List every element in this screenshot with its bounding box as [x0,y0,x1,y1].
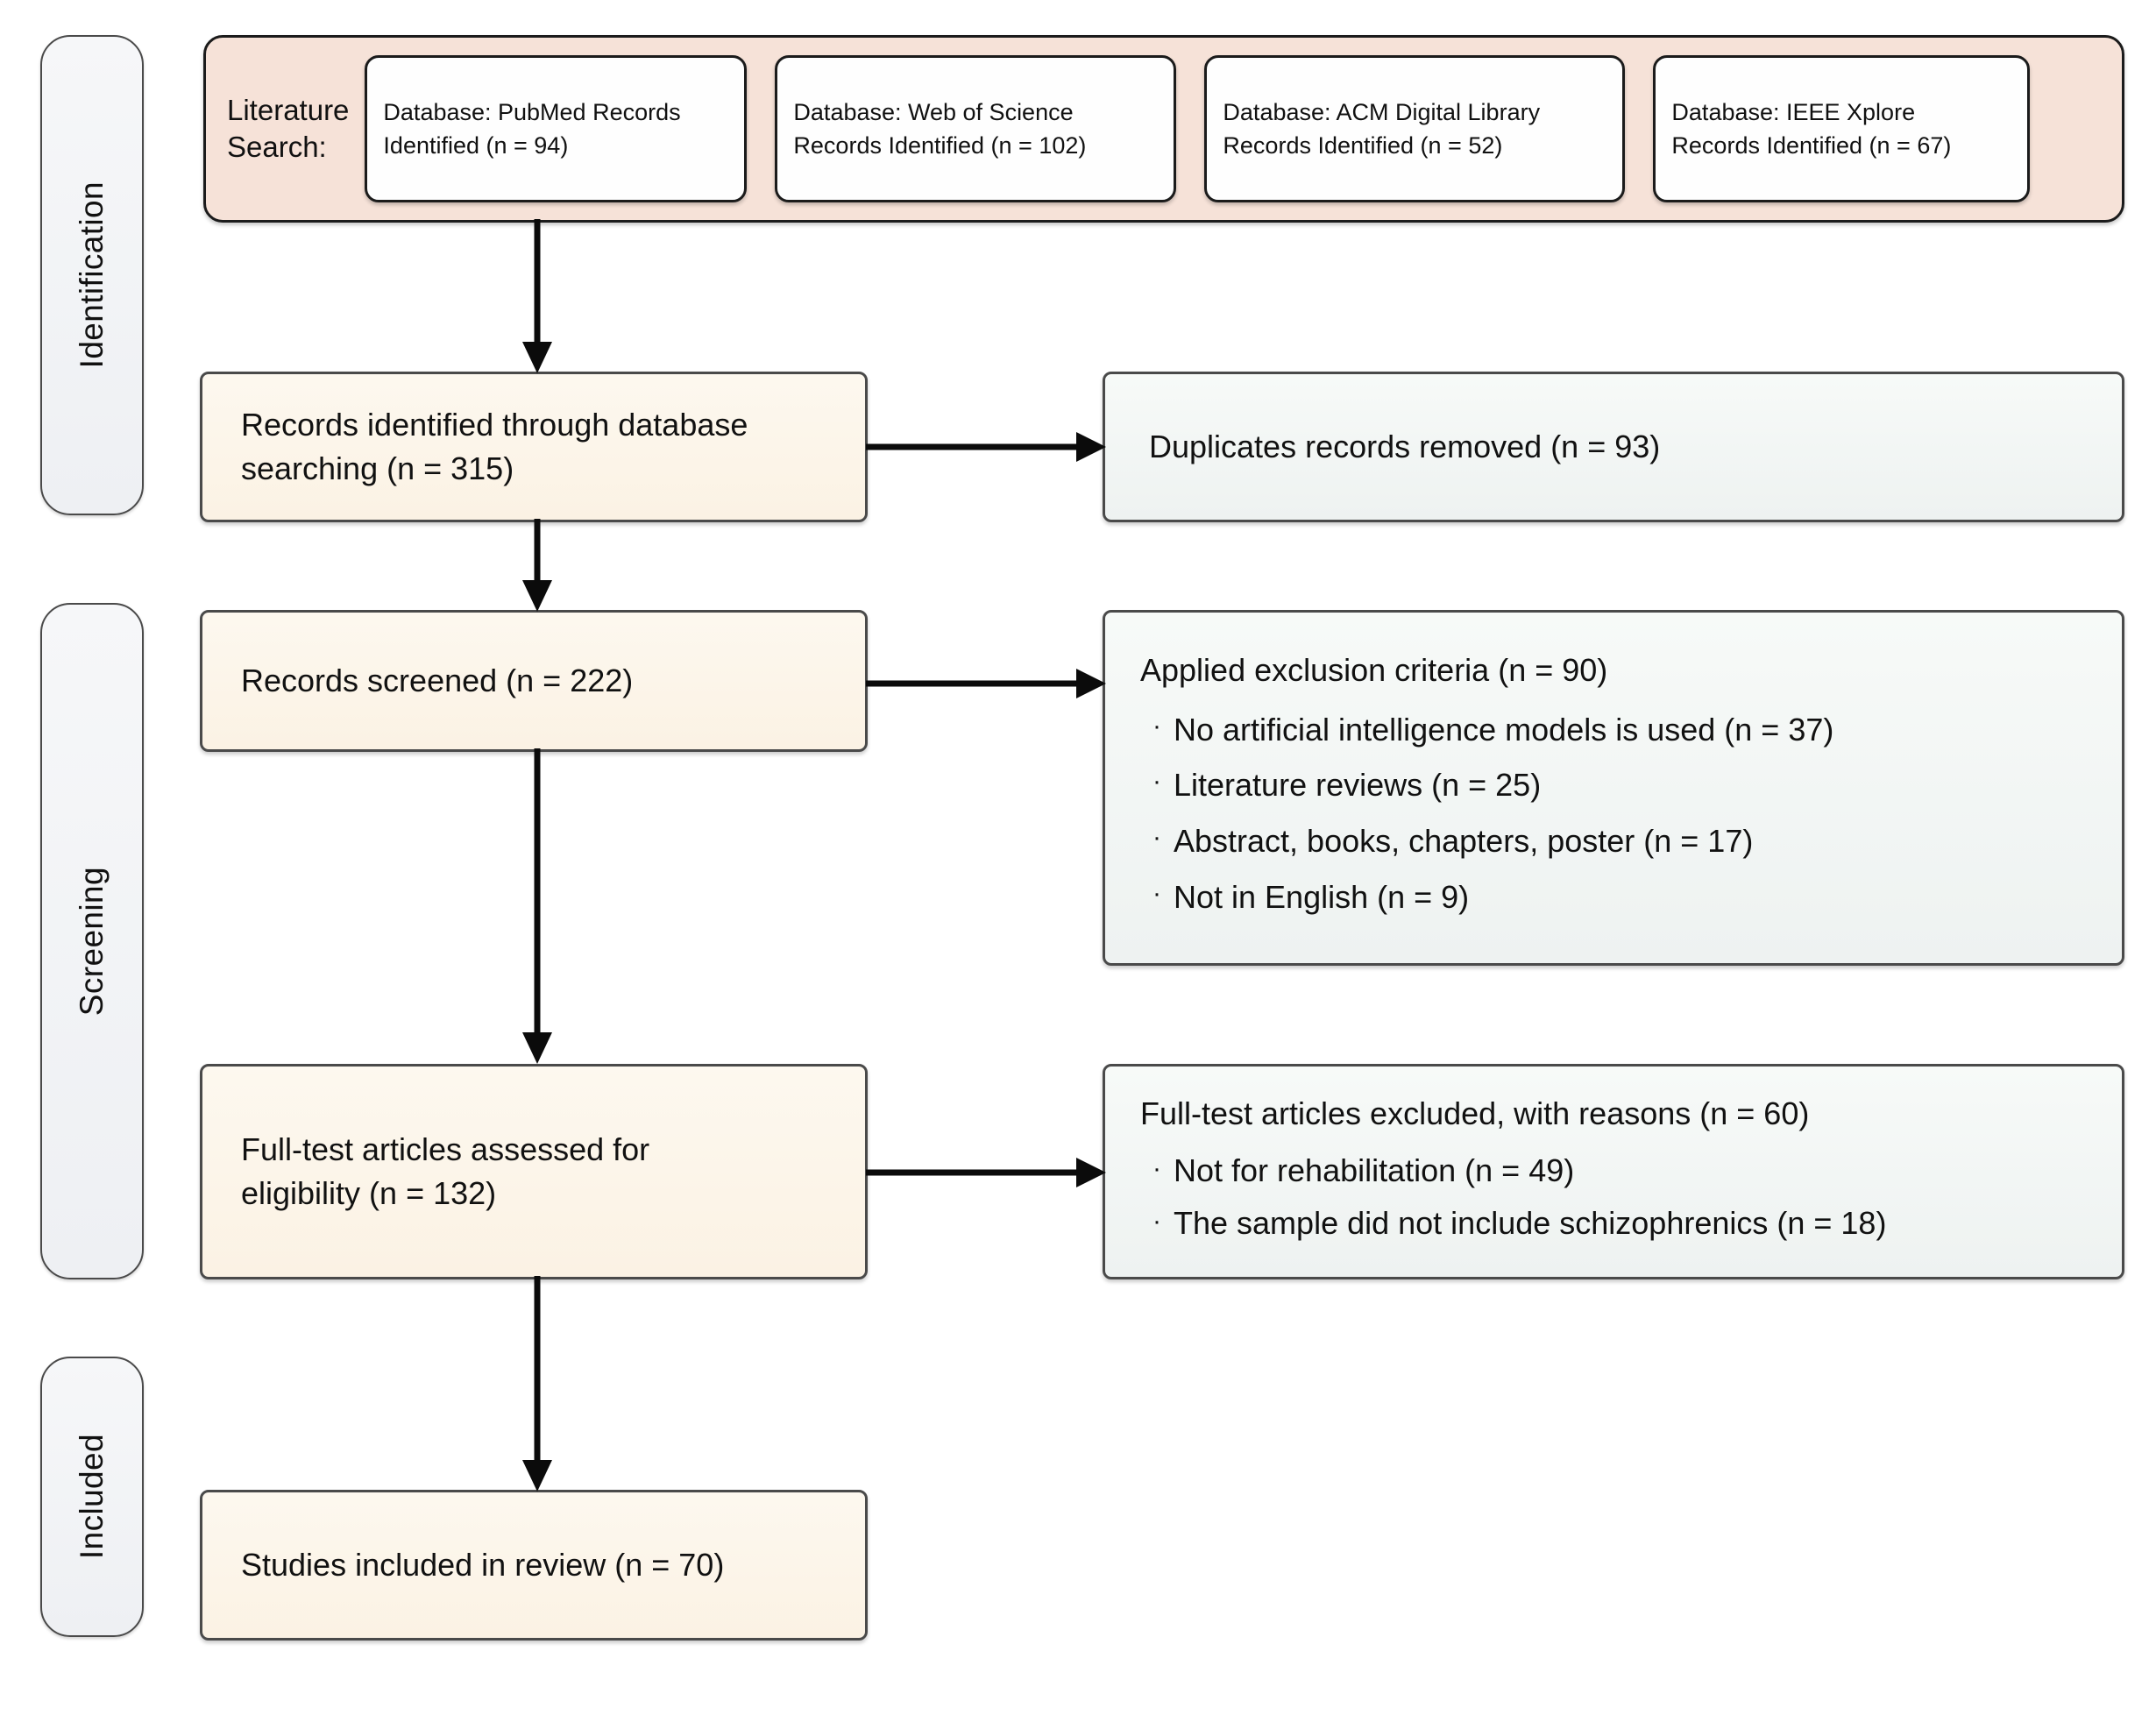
bullet-icon: · [1152,1154,1161,1184]
bullet-icon: · [1152,711,1161,741]
bullet-icon: · [1152,767,1161,797]
exclusion-criteria-item-text: Not in English (n = 9) [1174,879,1470,916]
connector-records-to-screened [522,519,552,612]
exclusion-criteria-item: · No artificial intelligence models is u… [1140,702,1833,758]
stage-label-included: Included [74,1434,110,1560]
bullet-icon: · [1152,1207,1161,1237]
node-duplicates-removed: Duplicates records removed (n = 93) [1103,372,2124,522]
node-fulltext-excluded-heading: Full-test articles excluded, with reason… [1140,1095,1810,1131]
exclusion-criteria-item: · Not in English (n = 9) [1140,869,1833,925]
database-box-web-of-science-text: Database: Web of Science Records Identif… [793,98,1087,159]
node-studies-included: Studies included in review (n = 70) [200,1490,868,1641]
fulltext-excluded-item-text: The sample did not include schizophrenic… [1174,1205,1887,1242]
exclusion-criteria-item-text: Abstract, books, chapters, poster (n = 1… [1174,823,1754,860]
database-box-ieee-xplore-text: Database: IEEE Xplore Records Identified… [1671,98,1952,159]
node-records-screened-text: Records screened (n = 222) [241,663,634,699]
connector-fulltext-to-included [522,1276,552,1492]
exclusion-criteria-item-text: Literature reviews (n = 25) [1174,767,1542,804]
bullet-icon: · [1152,879,1161,909]
node-fulltext-assessed: Full-test articles assessed for eligibil… [200,1064,868,1279]
connector-fulltext-to-excluded [866,1158,1106,1187]
database-box-acm-digital-library-text: Database: ACM Digital Library Records Id… [1223,98,1541,159]
node-fulltext-assessed-text: Full-test articles assessed for eligibil… [241,1131,650,1211]
exclusion-criteria-item-text: No artificial intelligence models is use… [1174,711,1834,748]
database-box-pubmed-text: Database: PubMed Records Identified (n =… [383,98,681,159]
stage-label-screening: Screening [74,866,110,1017]
database-box-ieee-xplore: Database: IEEE Xplore Records Identified… [1653,55,2031,202]
database-box-web-of-science: Database: Web of Science Records Identif… [775,55,1177,202]
fulltext-excluded-item-text: Not for rehabilitation (n = 49) [1174,1152,1575,1189]
node-exclusion-criteria: Applied exclusion criteria (n = 90) · No… [1103,610,2124,966]
fulltext-excluded-list: · Not for rehabilitation (n = 49) · The … [1140,1145,1886,1250]
exclusion-criteria-list: · No artificial intelligence models is u… [1140,702,1833,926]
connector-screened-to-fulltext [522,748,552,1064]
node-records-identified-text: Records identified through database sear… [241,407,748,486]
connector-identification-to-records [522,219,552,373]
node-fulltext-excluded: Full-test articles excluded, with reason… [1103,1064,2124,1279]
stage-pill-screening: Screening [40,603,144,1279]
node-duplicates-removed-text: Duplicates records removed (n = 93) [1149,429,1661,465]
node-records-screened: Records screened (n = 222) [200,610,868,752]
database-box-pubmed: Database: PubMed Records Identified (n =… [365,55,748,202]
connector-records-to-duplicates [866,432,1106,462]
node-records-identified: Records identified through database sear… [200,372,868,522]
stage-label-identification: Identification [74,181,110,369]
literature-search-label: Literature Search: [227,93,350,163]
stage-pill-identification: Identification [40,35,144,515]
fulltext-excluded-item: · The sample did not include schizophren… [1140,1197,1886,1250]
exclusion-criteria-item: · Literature reviews (n = 25) [1140,757,1833,813]
stage-pill-included: Included [40,1357,144,1637]
identification-band: Literature Search: Database: PubMed Reco… [203,35,2124,223]
exclusion-criteria-item: · Abstract, books, chapters, poster (n =… [1140,813,1833,869]
node-exclusion-criteria-heading: Applied exclusion criteria (n = 90) [1140,651,1608,688]
database-box-acm-digital-library: Database: ACM Digital Library Records Id… [1204,55,1626,202]
bullet-icon: · [1152,823,1161,853]
connector-screened-to-exclusion [866,669,1106,698]
fulltext-excluded-item: · Not for rehabilitation (n = 49) [1140,1145,1886,1197]
node-studies-included-text: Studies included in review (n = 70) [241,1547,725,1584]
